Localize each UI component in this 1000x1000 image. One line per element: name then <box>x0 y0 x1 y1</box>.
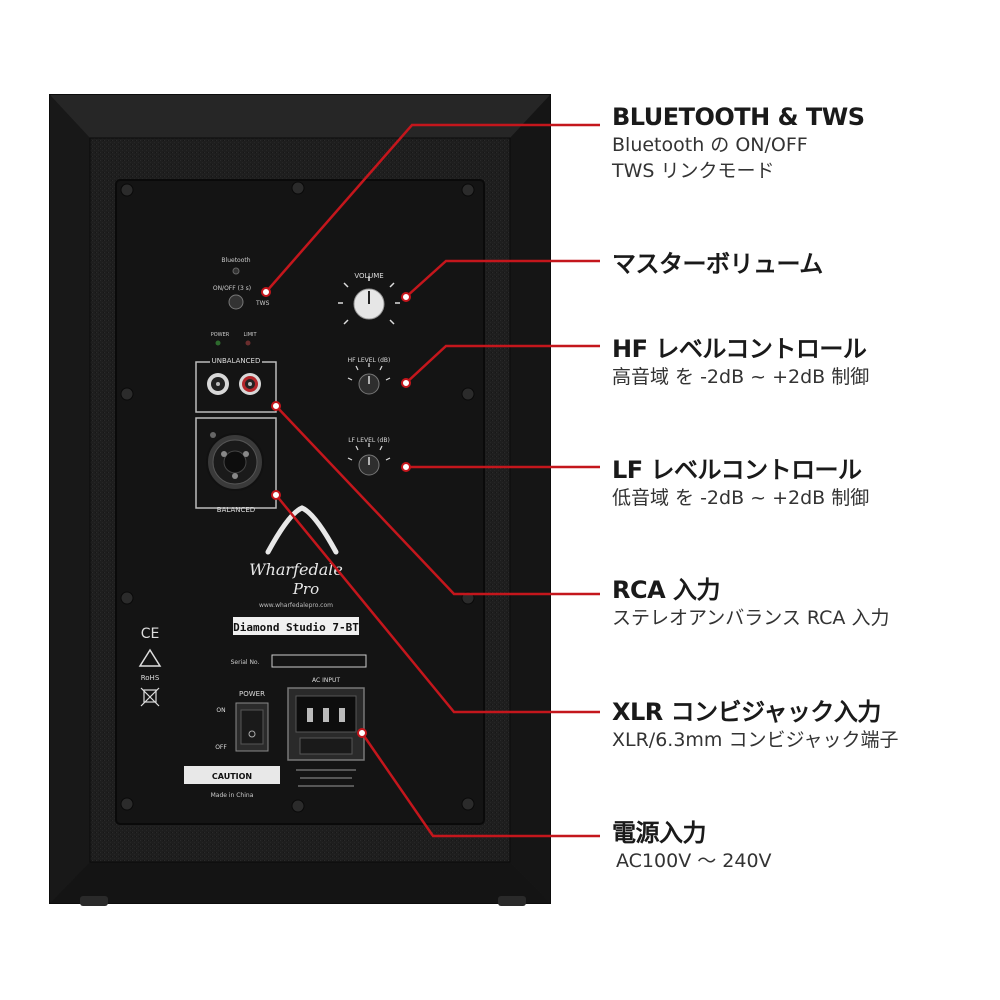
on-label: ON <box>216 707 225 714</box>
tws-small-label: TWS <box>255 300 270 307</box>
feature-xlr-input: XLR コンビジャック入力 XLR/6.3mm コンビジャック端子 <box>612 697 899 753</box>
rcm-mark <box>138 648 162 667</box>
made-in-label: Made in China <box>211 792 254 799</box>
feature-title: マスターボリューム <box>612 250 823 278</box>
feature-desc: 低音域 を -2dB ~ +2dB 制御 <box>612 487 870 509</box>
panel-screws <box>120 181 475 813</box>
fuse-spec-lines <box>296 769 356 787</box>
feature-power-input: 電源入力 AC100V ～ 240V <box>612 818 772 874</box>
off-label: OFF <box>215 744 227 751</box>
svg-text:Pro: Pro <box>292 580 319 598</box>
hf-level-label: HF LEVEL (dB) <box>348 357 391 364</box>
feature-hf-level: HF レベルコントロール 高音域 を -2dB ~ +2dB 制御 <box>612 334 869 390</box>
feature-desc: AC100V ～ 240V <box>616 850 772 872</box>
bluetooth-led <box>232 267 240 275</box>
feature-title: RCA 入力 <box>612 576 721 604</box>
serial-label: Serial No. <box>231 659 260 666</box>
limit-led <box>245 340 251 346</box>
feature-lf-level: LF レベルコントロール 低音域 を -2dB ~ +2dB 制御 <box>612 455 869 511</box>
model-name: Diamond Studio 7-BT <box>233 621 359 634</box>
ce-mark: CE <box>141 626 160 642</box>
bluetooth-button[interactable] <box>228 294 244 310</box>
feature-title: XLR コンビジャック入力 <box>612 698 881 726</box>
power-led <box>215 340 221 346</box>
feature-title: 電源入力 <box>612 819 706 847</box>
rca-input-jacks[interactable] <box>207 373 261 395</box>
unbalanced-label: UNBALANCED <box>212 357 261 365</box>
feature-desc: Bluetooth の ON/OFF <box>612 134 808 156</box>
feature-bluetooth-tws: BLUETOOTH & TWS Bluetooth の ON/OFF TWS リ… <box>612 102 865 184</box>
caution-text: CAUTION <box>212 772 252 781</box>
wharfedale-logo: Wharfedale Pro <box>249 505 343 598</box>
bluetooth-small-label: Bluetooth <box>221 257 250 264</box>
power-led-label: POWER <box>211 332 230 338</box>
feature-title: LF レベルコントロール <box>612 456 862 484</box>
ac-power-inlet[interactable] <box>287 687 365 761</box>
xlr-combo-jack[interactable] <box>206 432 264 491</box>
limit-led-label: LIMIT <box>243 332 257 338</box>
serial-box <box>271 654 367 668</box>
rohs-mark: RoHS <box>141 674 160 682</box>
caution-label-plate <box>184 766 280 784</box>
feature-desc: XLR/6.3mm コンビジャック端子 <box>612 729 899 751</box>
website-label: www.wharfedalepro.com <box>259 602 333 609</box>
feature-desc: 高音域 を -2dB ~ +2dB 制御 <box>612 366 870 388</box>
rear-panel: Bluetooth ON/OFF (3 s) TWS POWER LIMIT U… <box>115 179 485 825</box>
callout-dots <box>261 287 411 738</box>
power-label: POWER <box>239 690 265 698</box>
svg-text:Wharfedale: Wharfedale <box>249 560 343 579</box>
ac-input-label: AC INPUT <box>312 677 340 684</box>
feature-title: BLUETOOTH & TWS <box>612 103 865 131</box>
onoff-small-label: ON/OFF (3 s) <box>213 285 251 292</box>
feature-desc: ステレオアンバランス RCA 入力 <box>612 607 890 629</box>
feature-master-volume: マスターボリューム <box>612 249 823 279</box>
callout-lines <box>265 123 600 838</box>
feature-desc: TWS リンクモード <box>612 160 775 182</box>
model-plate <box>233 617 359 635</box>
lf-level-label: LF LEVEL (dB) <box>348 437 390 444</box>
volume-scale <box>338 276 400 325</box>
weee-mark <box>140 687 160 707</box>
feature-rca-input: RCA 入力 ステレオアンバランス RCA 入力 <box>612 575 889 631</box>
feature-title: HF レベルコントロール <box>612 335 867 363</box>
balanced-label: BALANCED <box>217 506 255 514</box>
